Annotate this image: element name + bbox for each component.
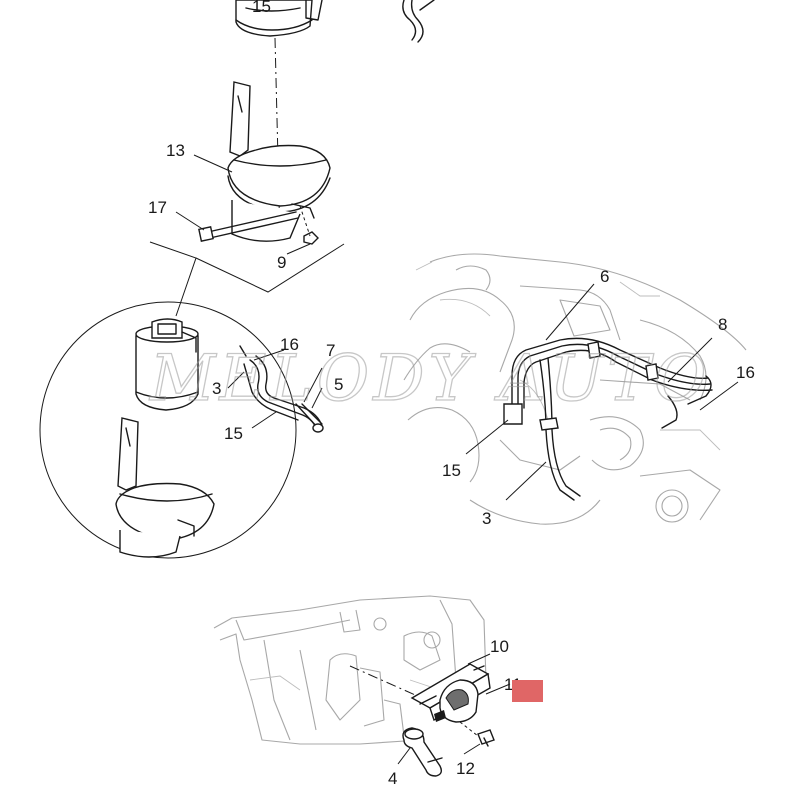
mounting-bolt <box>198 211 299 242</box>
detail-pointer <box>149 241 345 317</box>
callout-lower-4: 4 <box>388 769 397 788</box>
mounting-bracket <box>227 81 331 242</box>
hose-fragment-top <box>402 0 435 43</box>
bracket-bolt <box>459 721 495 747</box>
top-filter-assembly: 15 13 17 9 <box>148 0 331 272</box>
callout-bolt: 17 <box>148 198 167 217</box>
callout-detail-7: 7 <box>326 341 335 360</box>
callout-engine-3: 3 <box>482 509 491 528</box>
filter-canister-top <box>235 0 323 37</box>
callout-detail-5: 5 <box>334 375 343 394</box>
callout-lower-10: 10 <box>490 637 509 656</box>
callout-bracket: 13 <box>166 141 185 160</box>
fuel-line-routing <box>503 337 713 501</box>
callout-detail-15: 15 <box>224 424 243 443</box>
engine-bay-ghost <box>403 253 747 525</box>
fuel-lines-detail <box>239 345 324 433</box>
underbody-view: 10 11 4 12 <box>213 595 543 788</box>
callout-engine-16: 16 <box>736 363 755 382</box>
filter-canister-detail <box>135 318 199 411</box>
callout-engine-6: 6 <box>600 267 609 286</box>
engine-bay-view: 6 8 16 15 3 <box>403 253 755 528</box>
callout-engine-8: 8 <box>718 315 727 334</box>
return-hose <box>402 727 443 777</box>
bracket-detail <box>115 417 215 558</box>
callout-detail-3: 3 <box>212 379 221 398</box>
detail-view: 16 7 3 5 15 <box>39 301 343 559</box>
callout-nut: 9 <box>277 253 286 272</box>
callout-lower-12: 12 <box>456 759 475 778</box>
callout-filter-top: 15 <box>252 0 271 16</box>
filter-bracket-module <box>410 663 491 723</box>
callout-detail-16: 16 <box>280 335 299 354</box>
underbody-ghost <box>213 595 487 745</box>
watermark: MELODY AUTO <box>149 342 710 416</box>
highlight-marker <box>512 680 543 702</box>
callout-engine-15: 15 <box>442 461 461 480</box>
mounting-nut <box>299 205 319 245</box>
